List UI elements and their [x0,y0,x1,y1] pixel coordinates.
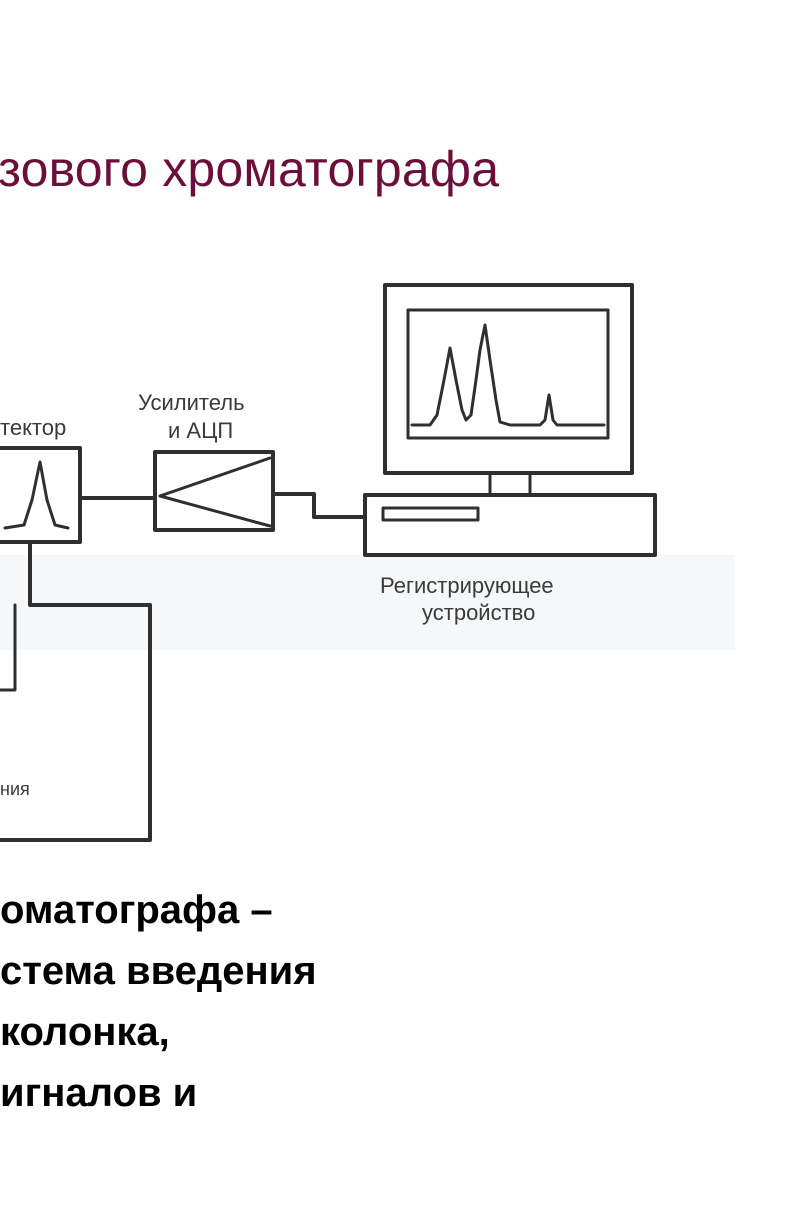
chromatograph-block-diagram: тектор Усилитель и АЦП Регистрирующее ус… [0,270,735,860]
body-line-2: стема введения [0,949,317,993]
bottom-block-label: ния [0,779,30,799]
slide-title: зового хроматографа [0,141,500,197]
amplifier-triangle-icon [158,456,272,528]
chromatogram-trace [410,323,606,427]
body-text: оматографа – стема введения колонка, игн… [0,880,317,1124]
monitor-screen [406,308,610,440]
monitor-frame [383,283,634,475]
body-line-1: оматографа – [0,888,273,932]
body-line-3: колонка, [0,1010,170,1054]
monitor-stand [488,471,532,497]
detector-box [0,446,82,544]
connector-detector-bottom [0,540,152,842]
amplifier-label-line2: и АЦП [168,418,233,443]
partial-left-line [0,603,17,692]
amplifier-label-line1: Усилитель [138,390,245,415]
computer-base [363,493,657,557]
scan-background-band [0,555,735,650]
disk-drive-slot [381,506,480,522]
recorder-label-line1: Регистрирующее [380,573,554,598]
body-line-4: игналов и [0,1071,198,1115]
amplifier-box [153,450,275,532]
connector-amplifier-recorder [271,492,367,519]
recorder-label-line2: устройство [422,600,535,625]
detector-peak-icon [3,460,70,530]
detector-label: тектор [0,415,66,440]
